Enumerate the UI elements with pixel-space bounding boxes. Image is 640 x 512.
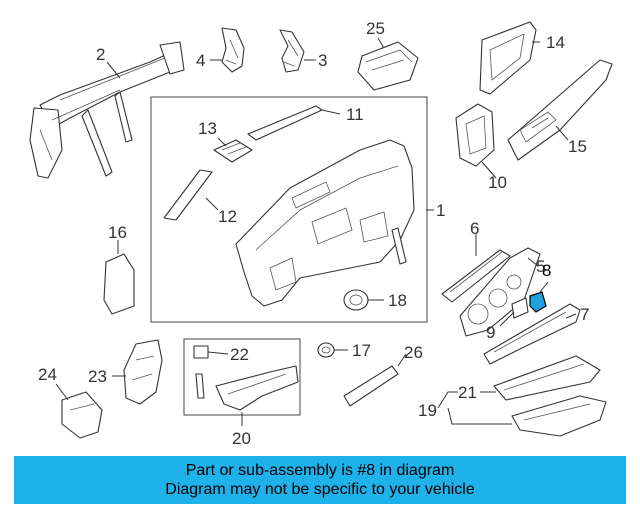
part-6-bezel-strip[interactable] (441, 249, 511, 303)
part-24-duct[interactable] (61, 391, 103, 439)
part-25-module[interactable] (357, 41, 419, 91)
part-20-bracket[interactable] (195, 365, 299, 411)
part-3-bracket[interactable] (279, 29, 305, 73)
callout-5: 5 (536, 257, 545, 276)
callout-3: 3 (318, 51, 327, 70)
part-5-cluster-bezel[interactable] (459, 247, 541, 337)
callout-22: 22 (230, 345, 249, 364)
callout-9: 9 (486, 323, 495, 342)
callout-25: 25 (366, 19, 385, 38)
callout-23: 23 (88, 367, 107, 386)
callout-11: 11 (346, 105, 364, 124)
part-7-lower-trim[interactable] (483, 303, 581, 365)
part-8-switch[interactable] (529, 291, 547, 313)
callout-8: 8 (542, 261, 551, 280)
part-22-clip[interactable] (193, 345, 209, 359)
info-banner: Part or sub-assembly is #8 in diagram Di… (14, 456, 626, 504)
callout-21: 21 (458, 383, 477, 402)
part-clip[interactable] (391, 227, 407, 265)
part-2-cross-beam[interactable] (29, 41, 185, 179)
callout-18: 18 (388, 291, 407, 310)
callout-labels: 2 4 3 25 14 15 10 11 13 12 1 16 18 6 5 8… (38, 19, 589, 448)
banner-line-2: Diagram may not be specific to your vehi… (165, 481, 475, 498)
part-1-instrument-panel[interactable] (235, 139, 415, 307)
part-18-round-vent[interactable] (343, 289, 369, 311)
callout-7: 7 (580, 305, 589, 324)
part-26-rail[interactable] (343, 365, 399, 407)
callout-13: 13 (198, 119, 217, 138)
part-16-side-cover[interactable] (103, 253, 135, 315)
part-21-brace[interactable] (493, 355, 601, 401)
callout-19: 19 (418, 401, 437, 420)
callout-24: 24 (38, 365, 57, 384)
callout-12: 12 (218, 207, 237, 226)
part-17-grommet[interactable] (317, 342, 335, 358)
callout-16: 16 (108, 223, 127, 242)
callout-1: 1 (436, 201, 445, 220)
callout-15: 15 (568, 137, 587, 156)
part-4-bracket[interactable] (221, 27, 245, 73)
part-23-duct[interactable] (123, 339, 163, 405)
part-10-vent-bezel[interactable] (455, 103, 495, 167)
leader-lines (55, 37, 577, 426)
part-13-grille[interactable] (213, 139, 253, 163)
part-14-trim-panel[interactable] (479, 21, 537, 95)
banner-line-1: Part or sub-assembly is #8 in diagram (185, 462, 455, 479)
callout-20: 20 (232, 429, 251, 448)
callout-2: 2 (96, 45, 105, 64)
part-11-top-strip[interactable] (247, 105, 323, 141)
part-15-long-trim[interactable] (507, 59, 613, 161)
callout-26: 26 (404, 343, 423, 362)
callout-6: 6 (470, 219, 479, 238)
callout-17: 17 (352, 341, 371, 360)
parts-diagram: 2 4 3 25 14 15 10 11 13 12 1 16 18 6 5 8… (29, 19, 613, 448)
part-12-side-strip[interactable] (163, 169, 213, 221)
callout-10: 10 (488, 173, 507, 192)
callout-4: 4 (196, 51, 205, 70)
part-19-brace[interactable] (511, 395, 607, 437)
callout-14: 14 (546, 33, 565, 52)
